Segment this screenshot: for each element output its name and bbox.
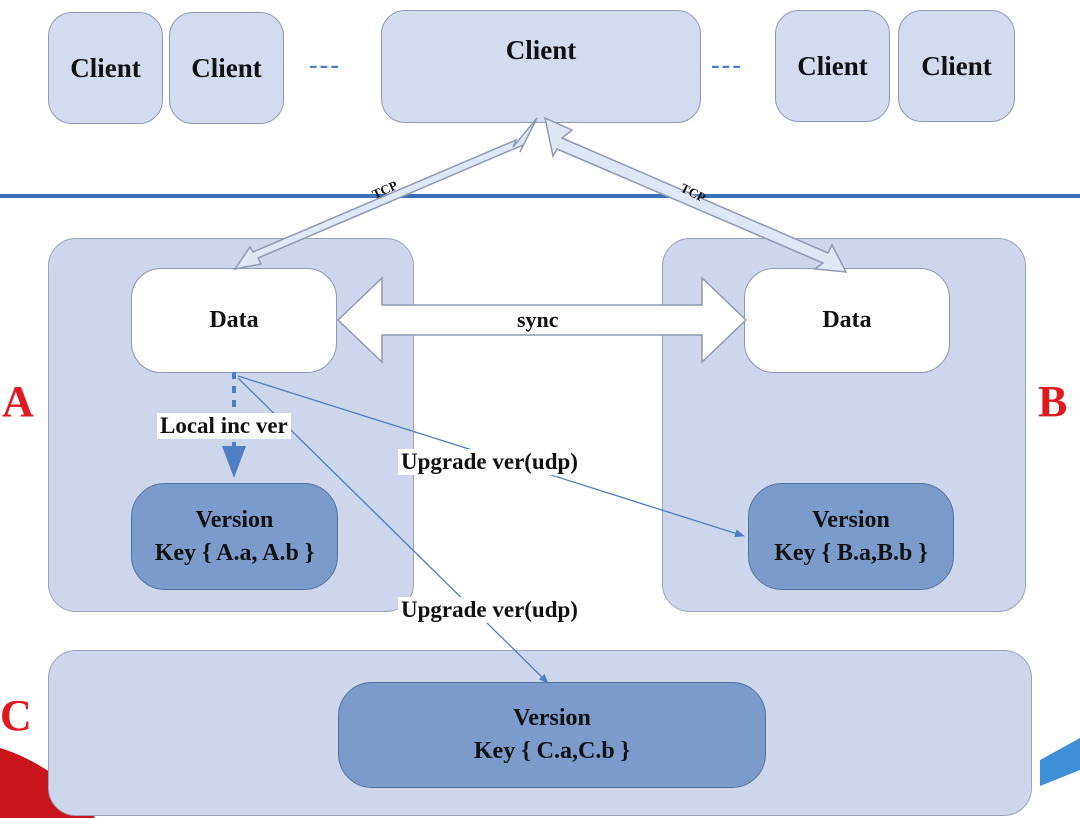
region-c-letter: C (0, 691, 32, 740)
client-node-4: Client (775, 10, 890, 122)
version-node-c: Version Key { C.a,C.b } (338, 682, 766, 788)
tcp-arrow-left (233, 117, 538, 271)
version-node-b: Version Key { B.a,B.b } (748, 483, 954, 590)
upgrade-label-to-b: Upgrade ver(udp) (398, 449, 581, 475)
data-node-a: Data (131, 268, 337, 373)
blue-swoosh (1040, 738, 1080, 786)
sync-label: sync (517, 307, 559, 332)
local-inc-arrowhead (222, 446, 246, 478)
region-a-letter: A (2, 377, 34, 426)
version-node-a: Version Key { A.a, A.b } (131, 483, 338, 590)
local-inc-ver-label: Local inc ver (157, 413, 291, 439)
ellipsis-left: --- (309, 50, 341, 79)
client-node-2: Client (169, 12, 284, 124)
sync-arrow (336, 276, 748, 364)
client-node-5: Client (898, 10, 1015, 122)
client-node-center: Client (381, 10, 701, 123)
region-b-letter: B (1038, 377, 1068, 426)
data-node-b: Data (744, 268, 950, 373)
ellipsis-right: --- (711, 50, 743, 79)
tcp-arrow-right (543, 116, 848, 273)
upgrade-label-to-c: Upgrade ver(udp) (398, 597, 581, 623)
client-node-1: Client (48, 12, 163, 124)
